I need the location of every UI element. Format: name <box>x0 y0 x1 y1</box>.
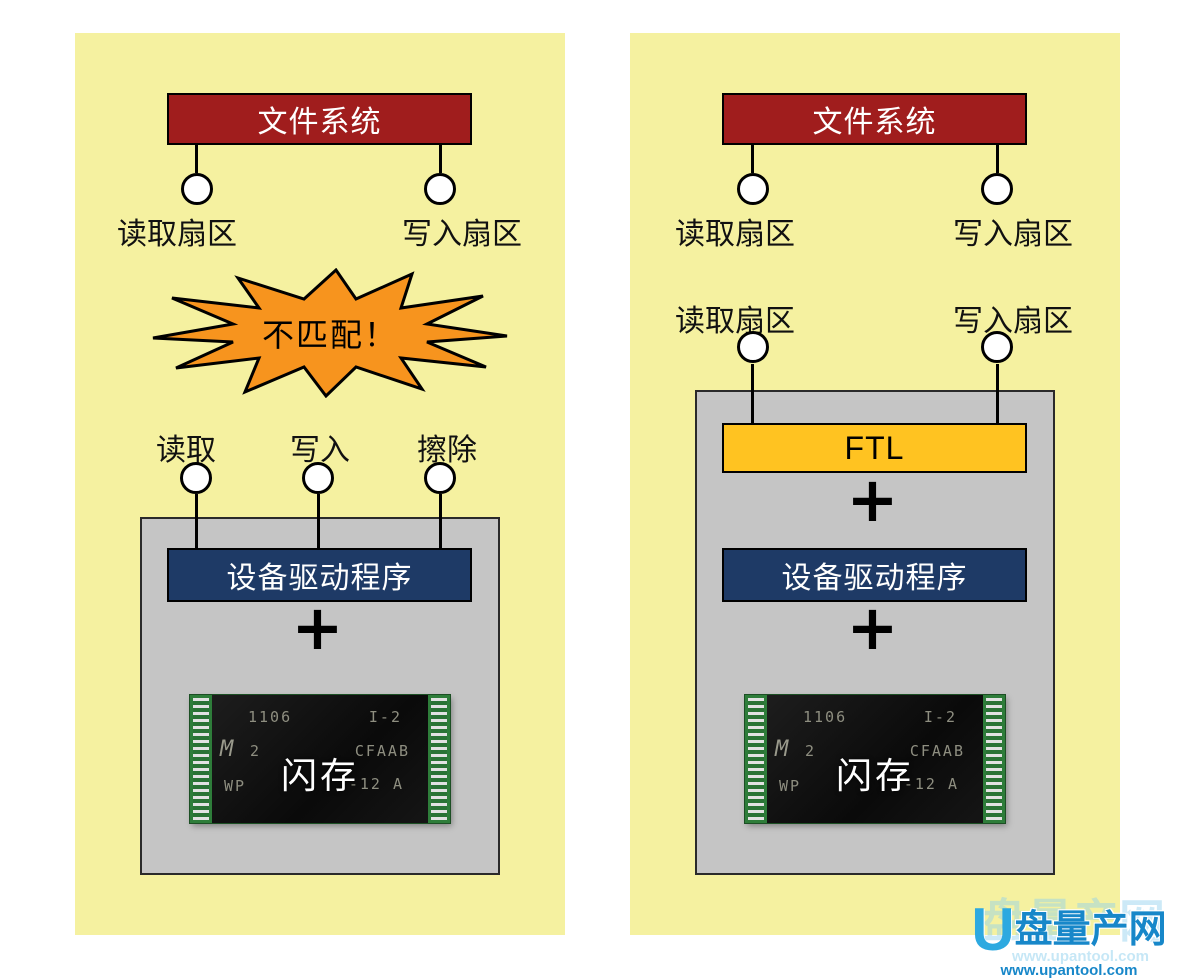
device-driver-label: 设备驱动程序 <box>226 562 413 595</box>
ftl-box: FTL <box>722 423 1027 473</box>
chip-marking: 2 <box>805 742 817 760</box>
mismatch-starburst: 不匹配！ <box>150 268 510 398</box>
connector-line <box>996 364 999 423</box>
connector-line <box>195 145 198 173</box>
connector-line <box>317 494 320 548</box>
read-label: 读取 <box>156 434 216 467</box>
watermark: 盘量产网 www.upantool.com U盘量产网 www.upantool… <box>959 895 1179 979</box>
write-sector-node <box>981 173 1013 205</box>
chip-pins-left <box>748 698 764 820</box>
read-sector-node <box>181 173 213 205</box>
device-driver-box: 设备驱动程序 <box>722 548 1027 602</box>
watermark-ghost-url: www.upantool.com <box>1012 948 1149 965</box>
chip-body: 1106 I-2 M 2 CFAAB WP -12 A 闪存 <box>767 695 983 823</box>
watermark-url: www.upantool.com <box>1000 962 1138 979</box>
watermark-ghost-text: 盘量产网 <box>981 895 1165 947</box>
file-system-box: 文件系统 <box>722 93 1027 145</box>
write-label: 写入 <box>290 434 350 467</box>
flash-chip-photo: 1106 I-2 M 2 CFAAB WP -12 A 闪存 <box>745 695 1005 823</box>
connector-line <box>439 145 442 173</box>
connector-line <box>195 494 198 548</box>
erase-node <box>424 462 456 494</box>
left-panel: 文件系统 读取扇区 写入扇区 不匹配！ 读取 写入 擦除 设备驱动程序 + 11… <box>75 33 565 935</box>
file-system-box: 文件系统 <box>167 93 472 145</box>
connector-line <box>439 494 442 548</box>
ftl-write-node <box>981 331 1013 363</box>
write-sector-node <box>424 173 456 205</box>
write-sector-label: 写入扇区 <box>953 218 1073 251</box>
connector-line <box>751 364 754 423</box>
device-driver-label: 设备驱动程序 <box>781 562 968 595</box>
chip-marking: -12 A <box>348 775 404 793</box>
flash-chip-photo: 1106 I-2 M 2 CFAAB WP -12 A 闪存 <box>190 695 450 823</box>
mismatch-label: 不匹配！ <box>261 317 398 353</box>
read-sector-label: 读取扇区 <box>675 218 795 251</box>
chip-marking: 2 <box>250 742 262 760</box>
device-driver-box: 设备驱动程序 <box>167 548 472 602</box>
watermark-u-logo: U <box>971 896 1015 963</box>
watermark-brand: U盘量产网 <box>959 900 1179 960</box>
chip-marking: WP <box>224 777 247 795</box>
chip-marking: WP <box>779 777 802 795</box>
micron-logo: M <box>775 737 791 762</box>
chip-body: 1106 I-2 M 2 CFAAB WP -12 A 闪存 <box>212 695 428 823</box>
read-node <box>180 462 212 494</box>
ftl-read-node <box>737 331 769 363</box>
starburst-shape <box>152 268 508 398</box>
write-node <box>302 462 334 494</box>
chip-marking: 1106 <box>248 708 293 726</box>
connector-line <box>996 145 999 173</box>
connector-line <box>751 145 754 173</box>
chip-marking: CFAAB <box>354 742 410 760</box>
flash-memory-label: 闪存 <box>835 755 914 796</box>
right-panel: 文件系统 读取扇区 写入扇区 读取扇区 写入扇区 FTL + 设备驱动程序 + … <box>630 33 1120 935</box>
micron-logo: M <box>220 737 236 762</box>
watermark-brand-text: 盘量产网 <box>1014 909 1167 951</box>
chip-marking: 1106 <box>803 708 848 726</box>
erase-label: 擦除 <box>417 434 477 467</box>
ftl-label: FTL <box>844 429 905 466</box>
ftl-write-sector-label: 写入扇区 <box>953 305 1073 338</box>
chip-pins-right <box>431 698 447 820</box>
read-sector-node <box>737 173 769 205</box>
plus-sign: + <box>846 463 899 536</box>
flash-memory-label: 闪存 <box>280 755 359 796</box>
file-system-label: 文件系统 <box>812 106 937 139</box>
chip-pins-left <box>193 698 209 820</box>
chip-pins-right <box>986 698 1002 820</box>
ftl-read-sector-label: 读取扇区 <box>675 305 795 338</box>
plus-sign: + <box>291 591 344 664</box>
plus-sign: + <box>846 591 899 664</box>
read-sector-label: 读取扇区 <box>117 218 237 251</box>
chip-marking: I-2 <box>368 708 402 726</box>
write-sector-label: 写入扇区 <box>402 218 522 251</box>
chip-marking: -12 A <box>903 775 959 793</box>
chip-marking: I-2 <box>923 708 957 726</box>
file-system-label: 文件系统 <box>257 106 382 139</box>
chip-marking: CFAAB <box>909 742 965 760</box>
